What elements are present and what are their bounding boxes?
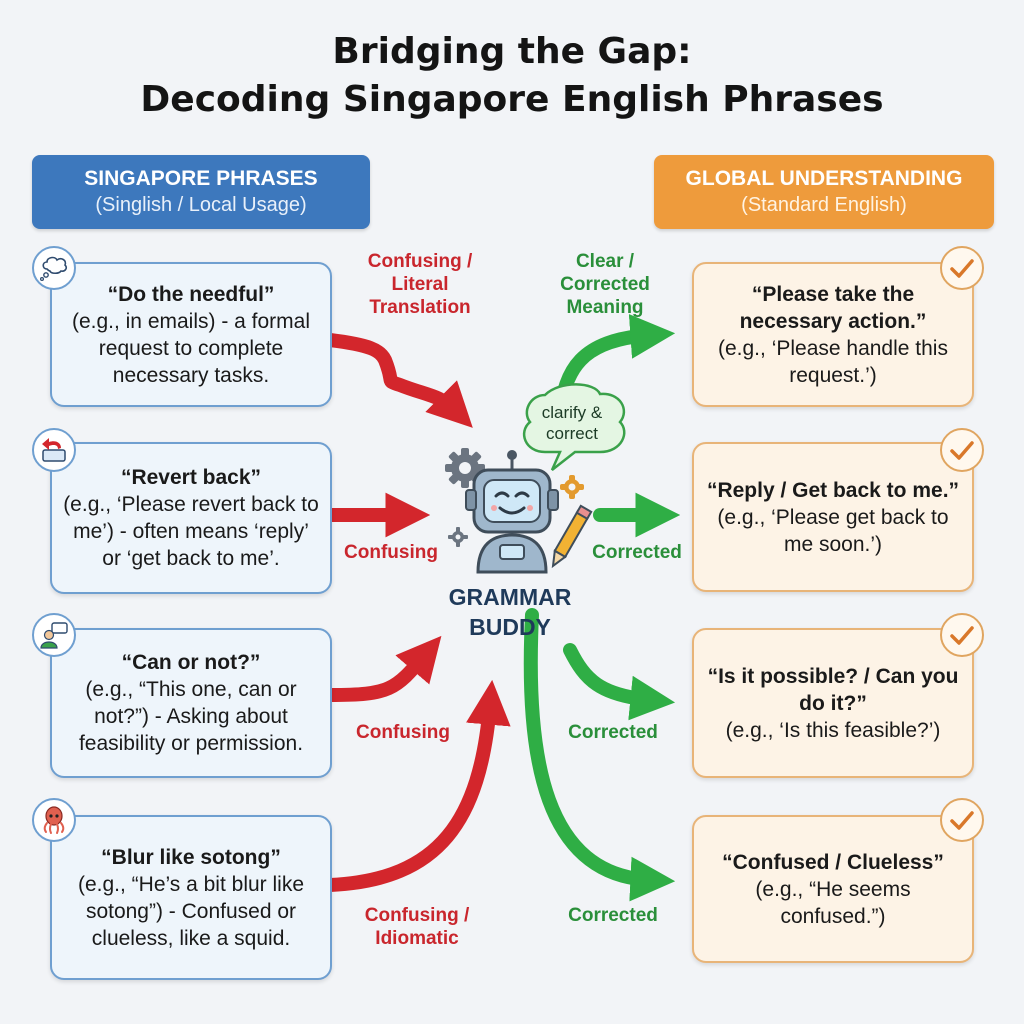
- thought-bubble-icon: [32, 246, 76, 290]
- checkmark-icon: [940, 428, 984, 472]
- right-card-desc: (e.g., ‘Please handle this request.’): [718, 336, 948, 387]
- left-card-2: “Revert back” (e.g., ‘Please revert back…: [50, 442, 332, 594]
- right-card-3: “Is it possible? / Can you do it?” (e.g.…: [692, 628, 974, 778]
- green-arrow-label-3: Corrected: [568, 722, 658, 743]
- red-arrow-4: [323, 679, 511, 892]
- green-arrow-label-4: Corrected: [568, 905, 658, 926]
- right-card-1: “Please take the necessary action.” (e.g…: [692, 262, 974, 407]
- pencil-icon: [551, 504, 593, 569]
- left-card-phrase: “Do the needful”: [107, 282, 275, 306]
- red-arrow-label-1: Confusing / Literal Translation: [367, 251, 473, 318]
- left-header-subtitle: (Singlish / Local Usage): [95, 194, 307, 216]
- right-card-desc: (e.g., ‘Is this feasible?’): [725, 718, 941, 742]
- left-card-phrase: “Can or not?”: [121, 651, 261, 674]
- green-arrow-4: [523, 608, 676, 902]
- bubble-text: clarify & correct: [541, 403, 603, 443]
- left-card-desc: (e.g., in emails) - a formal request to …: [71, 309, 311, 387]
- red-arrow-label-4: Confusing / Idiomatic: [364, 905, 470, 949]
- speech-bubble: [522, 383, 626, 471]
- green-arrow-label-1: Clear / Corrected Meaning: [560, 251, 650, 318]
- checkmark-icon: [940, 246, 984, 290]
- right-card-phrase: “Is it possible? / Can you do it?”: [707, 664, 959, 715]
- checkmark-icon: [940, 798, 984, 842]
- left-card-desc: (e.g., “He’s a bit blur like sotong”) - …: [77, 872, 305, 950]
- right-column-header: GLOBAL UNDERSTANDING (Standard English): [654, 155, 994, 229]
- left-header-title: SINGAPORE PHRASES: [84, 167, 318, 190]
- left-card-phrase: “Blur like sotong”: [101, 845, 281, 869]
- page-title: Bridging the Gap: Decoding Singapore Eng…: [0, 28, 1024, 124]
- green-arrow-3: [563, 643, 676, 721]
- red-arrow-1: [323, 333, 473, 428]
- reply-arrow-icon: [32, 428, 76, 472]
- gear-icon: [445, 448, 485, 488]
- robot-icon: [445, 448, 593, 574]
- person-chat-icon: [32, 613, 76, 657]
- squid-icon: [32, 798, 76, 842]
- grammar-buddy-label: GRAMMAR BUDDY: [448, 584, 572, 640]
- green-arrow-label-2: Corrected: [592, 542, 682, 563]
- left-card-1: “Do the needful” (e.g., in emails) - a f…: [50, 262, 332, 407]
- checkmark-icon: [940, 613, 984, 657]
- right-header-subtitle: (Standard English): [741, 194, 907, 216]
- left-card-phrase: “Revert back”: [120, 466, 262, 489]
- left-column-header: SINGAPORE PHRASES (Singlish / Local Usag…: [32, 155, 370, 229]
- left-card-4: “Blur like sotong” (e.g., “He’s a bit bl…: [50, 815, 332, 980]
- left-card-3: “Can or not?” (e.g., “This one, can or n…: [50, 628, 332, 778]
- title-line-1: Bridging the Gap:: [332, 31, 692, 72]
- right-card-phrase: “Please take the necessary action.”: [739, 282, 927, 333]
- right-card-4: “Confused / Clueless” (e.g., “He seems c…: [692, 815, 974, 963]
- right-card-desc: (e.g., “He seems confused.”): [755, 877, 911, 928]
- red-arrow-label-3: Confusing: [356, 722, 450, 743]
- right-card-phrase: “Confused / Clueless”: [722, 850, 944, 874]
- left-card-desc: (e.g., “This one, can or not?”) - Asking…: [78, 678, 304, 755]
- red-arrow-label-2: Confusing: [344, 542, 438, 563]
- left-card-desc: (e.g., ‘Please revert back to me’) - oft…: [63, 493, 319, 570]
- title-line-2: Decoding Singapore English Phrases: [140, 79, 884, 120]
- right-card-2: “Reply / Get back to me.” (e.g., ‘Please…: [692, 442, 974, 592]
- right-card-desc: (e.g., ‘Please get back to me soon.’): [717, 505, 949, 556]
- red-arrow-3: [323, 635, 442, 702]
- right-header-title: GLOBAL UNDERSTANDING: [685, 167, 963, 190]
- right-card-phrase: “Reply / Get back to me.”: [706, 478, 960, 502]
